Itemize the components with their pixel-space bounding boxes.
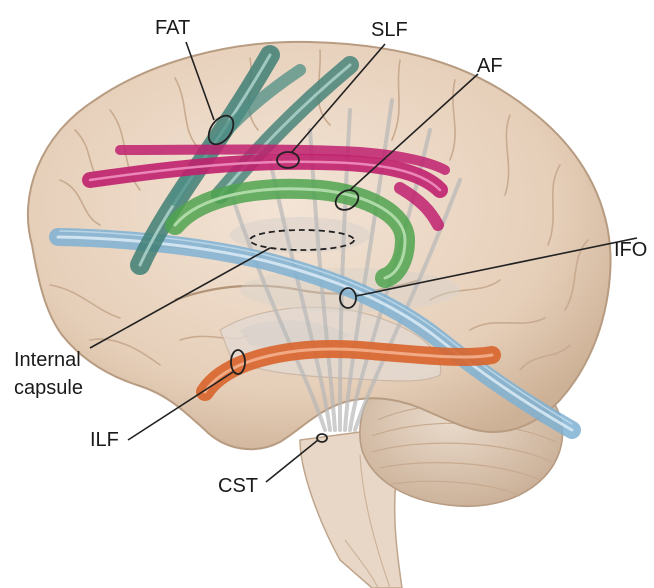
label-slf: SLF xyxy=(371,19,408,41)
label-internal-capsule-line1: Internal xyxy=(14,349,81,371)
label-fat: FAT xyxy=(155,17,190,39)
label-af: AF xyxy=(477,55,503,77)
label-ifo: IFO xyxy=(614,239,647,261)
label-ilf: ILF xyxy=(90,429,119,451)
label-internal-capsule-line2: capsule xyxy=(14,377,83,399)
label-cst: CST xyxy=(218,475,258,497)
